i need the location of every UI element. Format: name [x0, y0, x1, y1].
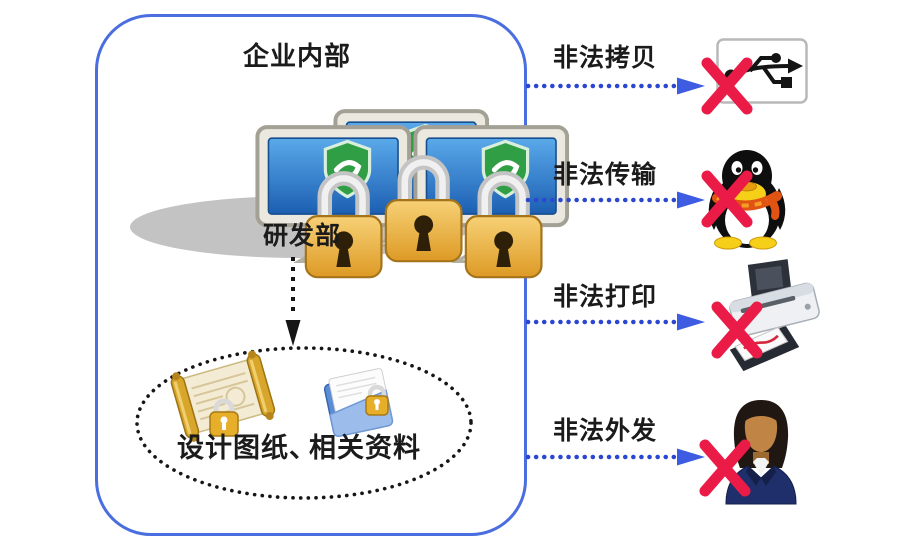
rd-computers-illustration — [130, 109, 569, 263]
prohibition-x-icon — [711, 301, 763, 359]
dotted-arrow — [525, 448, 705, 466]
locked-document-icon — [323, 368, 394, 438]
department-label: 研发部 — [262, 222, 341, 250]
threat-label: 非法打印 — [552, 283, 657, 311]
dotted-arrow — [525, 77, 705, 95]
threat-label: 非法外发 — [552, 417, 657, 445]
prohibition-x-icon — [701, 57, 753, 115]
dotted-arrow — [525, 191, 705, 209]
dotted-arrow — [525, 313, 705, 331]
protected-assets-ellipse — [135, 346, 473, 500]
blueprint-scroll-lock-icon — [170, 350, 276, 442]
down-dotted-arrow — [285, 257, 301, 346]
prohibition-x-icon — [699, 439, 751, 497]
asset-label-related-materials: 相关资料 — [309, 433, 421, 463]
prohibition-x-icon — [701, 170, 753, 228]
threat-label: 非法拷贝 — [552, 44, 657, 72]
printer-icon — [729, 259, 820, 372]
enterprise-title: 企业内部 — [242, 41, 351, 71]
threat-label: 非法传输 — [552, 161, 657, 189]
asset-label-design-drawings: 设计图纸、 — [177, 433, 317, 463]
